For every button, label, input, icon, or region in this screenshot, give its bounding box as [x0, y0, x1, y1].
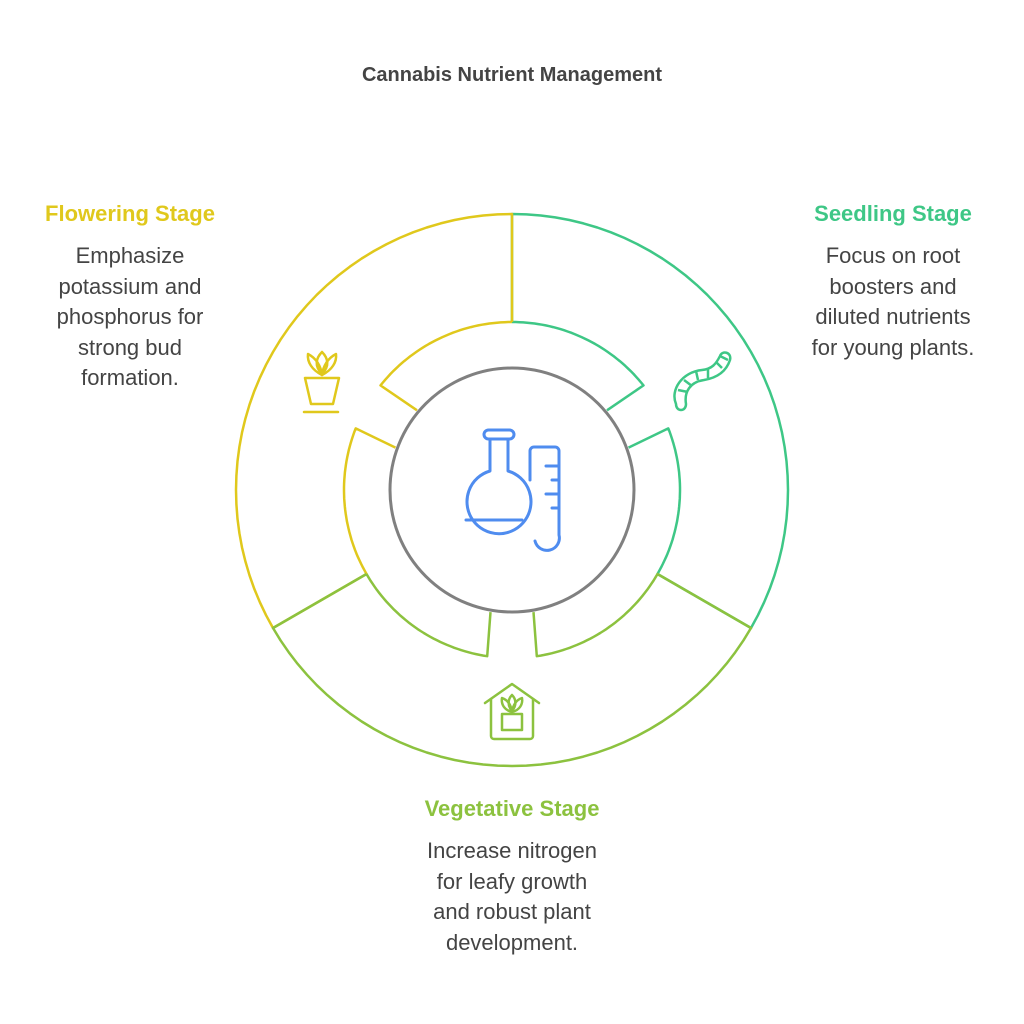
flask-test-tube-icon	[464, 428, 561, 552]
description-line: diluted nutrients	[815, 304, 971, 329]
seedling-stage-description: Focus on root boosters and diluted nutri…	[763, 241, 1023, 363]
description-line: development.	[445, 929, 579, 955]
flowering-segment	[234, 212, 514, 630]
description-line: and robust plant	[433, 899, 591, 924]
description-line: boosters and	[829, 273, 957, 299]
worm-icon	[673, 351, 732, 412]
description-line: for young plants.	[811, 334, 975, 360]
vegetative-segment	[271, 572, 753, 768]
description-line: Emphasize	[75, 243, 185, 268]
vegetative-stage-block: Vegetative Stage Increase nitrogen for l…	[382, 796, 642, 958]
description-line: phosphorus for	[56, 304, 204, 329]
seedling-stage-title: Seedling Stage	[814, 201, 972, 226]
description-line: Focus on root	[825, 243, 961, 268]
description-line: for leafy growth	[436, 868, 588, 894]
seedling-stage-block: Seedling Stage Focus on root boosters an…	[763, 201, 1023, 363]
flowering-stage-description: Emphasize potassium and phosphorus for s…	[0, 241, 260, 394]
seedling-segment	[510, 212, 790, 630]
flowering-stage-block: Flowering Stage Emphasize potassium and …	[0, 201, 260, 394]
description-line: Increase nitrogen	[427, 838, 597, 863]
vegetative-stage-title: Vegetative Stage	[424, 796, 600, 821]
description-line: potassium and	[58, 273, 202, 299]
vegetative-stage-description: Increase nitrogen for leafy growth and r…	[382, 836, 642, 958]
greenhouse-plant-icon	[483, 682, 541, 741]
flowering-stage-title: Flowering Stage	[45, 201, 215, 226]
center-circle	[388, 366, 636, 614]
description-line: strong bud	[78, 334, 182, 360]
potted-plant-icon	[302, 350, 341, 414]
diagram-title: Cannabis Nutrient Management	[361, 64, 663, 86]
description-line: formation.	[81, 365, 179, 390]
